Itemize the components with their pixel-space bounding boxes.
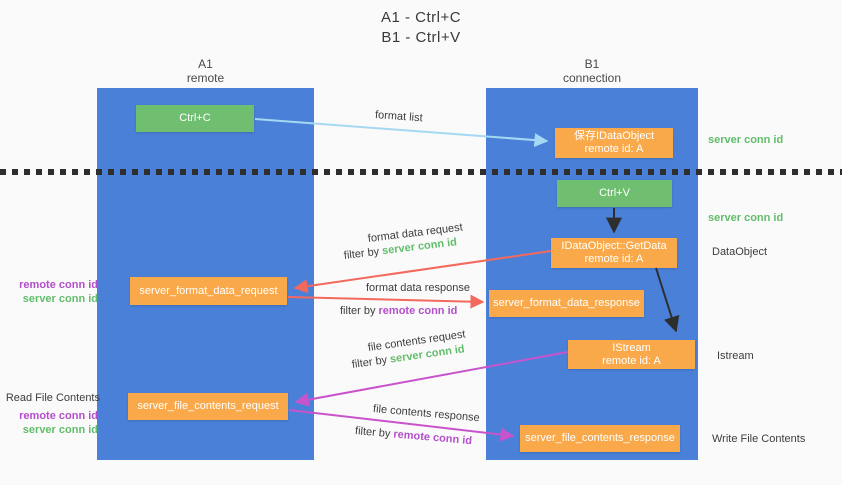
annotation-remote-conn-id-file: remote conn id: [19, 410, 98, 422]
title-line-1: A1 - Ctrl+C: [380, 9, 462, 26]
filter-by-text: filter by: [343, 245, 383, 262]
phase-divider-dotted-line: [0, 169, 842, 175]
annotation-server-conn-id-format: server conn id: [22, 293, 98, 305]
annotation-remote-conn-id-format: remote conn id: [19, 279, 98, 291]
node-istream-line2: remote id: A: [602, 354, 661, 367]
column-header-a1: A1 remote: [97, 57, 314, 85]
label-filter-by-remote-conn-id-file: filter by remote conn id: [354, 425, 473, 448]
node-server-format-data-request: server_format_data_request: [130, 277, 287, 305]
filter-by-text: filter by: [351, 353, 391, 371]
node-server-file-contents-request: server_file_contents_request: [128, 393, 288, 420]
node-file-response-label: server_file_contents_response: [525, 432, 675, 444]
node-istream: IStream remote id: A: [568, 340, 695, 369]
node-format-request-label: server_format_data_request: [139, 284, 278, 297]
node-idataobject-getdata: IDataObject::GetData remote id: A: [551, 238, 677, 268]
column-a1-subtitle: remote: [186, 71, 225, 85]
node-istream-line1: IStream: [612, 341, 651, 354]
column-b1-name: B1: [584, 57, 600, 71]
node-save-idataobject-line2: remote id: A: [584, 143, 644, 155]
annotation-server-conn-id-file: server conn id: [22, 424, 98, 436]
annotation-read-file-contents: Read File Contents: [5, 392, 100, 404]
node-getdata-line1: IDataObject::GetData: [561, 240, 667, 252]
filter-by-text: filter by: [354, 425, 394, 441]
remote-conn-id-text: remote conn id: [378, 305, 458, 317]
node-save-idataobject: 保存IDataObject remote id: A: [555, 128, 673, 158]
annotation-istream: Istream: [717, 350, 754, 362]
filter-by-text: filter by: [340, 305, 379, 317]
column-header-b1: B1 connection: [486, 57, 698, 85]
annotation-write-file-contents: Write File Contents: [712, 433, 806, 445]
label-format-data-response: format data response: [366, 282, 470, 294]
title-line-2: B1 - Ctrl+V: [381, 29, 461, 46]
node-ctrl-c-label: Ctrl+C: [179, 112, 211, 124]
node-getdata-line2: remote id: A: [584, 253, 644, 265]
node-ctrl-v: Ctrl+V: [557, 180, 672, 207]
node-file-request-label: server_file_contents_request: [137, 400, 279, 412]
remote-conn-id-text: remote conn id: [392, 428, 473, 448]
annotation-server-conn-id-ctrlv: server conn id: [708, 212, 784, 224]
arrow-format-data-response: [287, 294, 485, 309]
node-server-file-contents-response: server_file_contents_response: [520, 425, 680, 452]
node-format-response-label: server_format_data_response: [493, 297, 640, 309]
node-server-format-data-response: server_format_data_response: [489, 290, 644, 317]
node-ctrl-c: Ctrl+C: [136, 105, 254, 132]
annotation-server-conn-id-top: server conn id: [708, 134, 784, 146]
label-filter-by-remote-conn-id-format: filter by remote conn id: [340, 305, 457, 318]
node-ctrl-v-label: Ctrl+V: [599, 187, 630, 199]
node-save-idataobject-line1: 保存IDataObject: [573, 130, 655, 142]
label-file-contents-response: file contents response: [372, 403, 481, 425]
annotation-conn-ids-format: remote conn id server conn id: [0, 278, 98, 306]
diagram-title: A1 - Ctrl+C B1 - Ctrl+V: [0, 8, 842, 48]
annotation-dataobject: DataObject: [712, 246, 768, 258]
column-b1-subtitle: connection: [562, 71, 622, 85]
annotation-conn-ids-file: remote conn id server conn id: [0, 409, 98, 437]
column-a1-name: A1: [198, 57, 213, 71]
label-format-list: format list: [374, 109, 424, 125]
